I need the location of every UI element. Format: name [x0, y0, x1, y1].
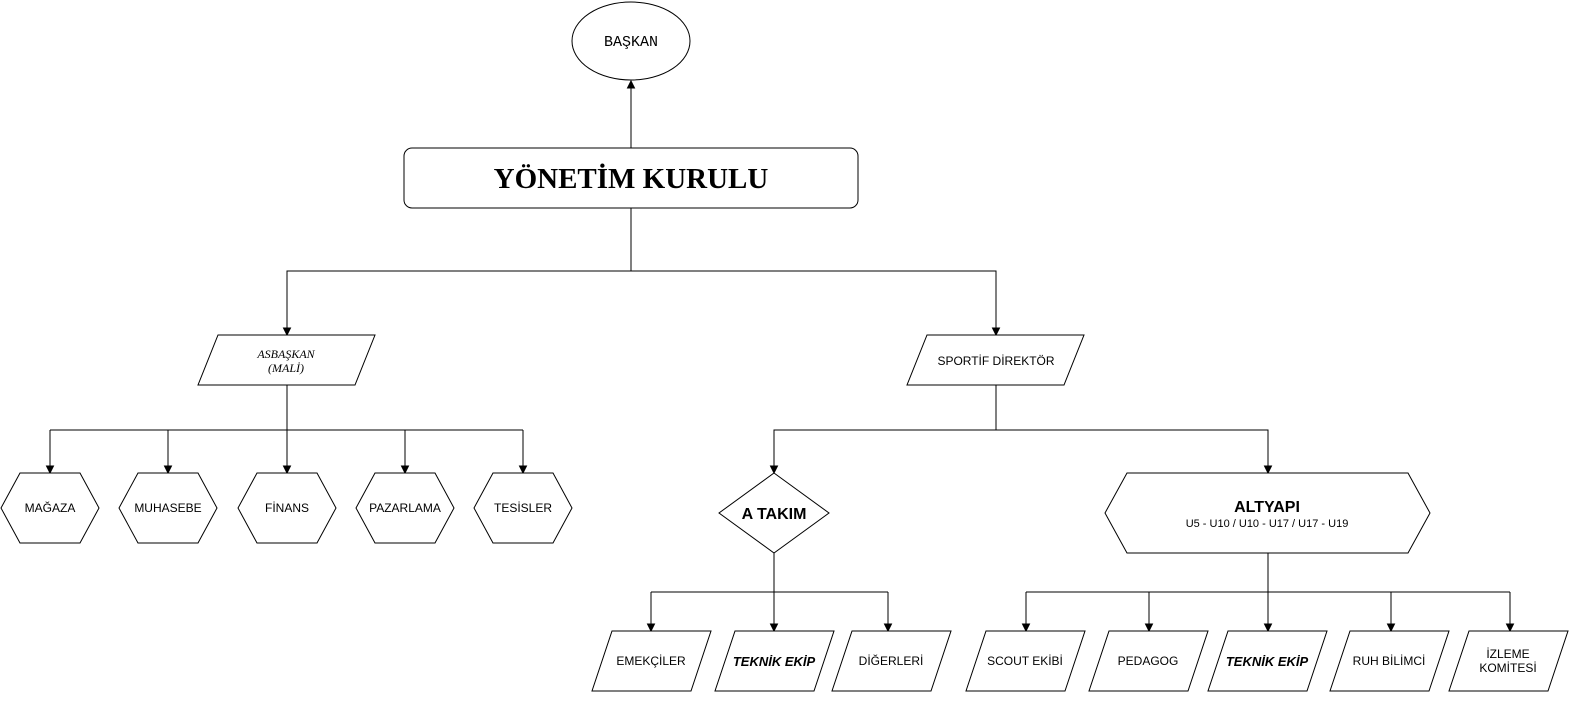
node-pazarlama: PAZARLAMA [355, 472, 455, 544]
node-magaza-label: MAĞAZA [25, 500, 76, 515]
edge-altyapi-split [1025, 553, 1511, 624]
edges [45, 79, 1515, 633]
arrowhead-altyapi [1263, 465, 1273, 475]
arrowhead-digerleri [883, 623, 893, 633]
node-altyapi-label: ALTYAPI [1234, 499, 1300, 516]
node-teknik-ekip-b: TEKNİK EKİP [1207, 630, 1328, 692]
edge-atakim-split [650, 553, 889, 624]
edge-asbaskan-split [49, 385, 524, 466]
arrowhead-scout-ekibi [1021, 623, 1031, 633]
node-emekciler-label: EMEKÇİLER [616, 654, 686, 668]
node-yonetim-kurulu-label: YÖNETİM KURULU [494, 162, 769, 195]
node-ruh-bilimci-label: RUH BİLİMCİ [1353, 654, 1426, 668]
arrowhead-muhasebe [163, 465, 173, 475]
node-finans: FİNANS [237, 472, 337, 544]
node-scout-ekibi-label: SCOUT EKİBİ [987, 654, 1063, 668]
node-tesisler-label: TESİSLER [494, 501, 552, 515]
node-izleme-komitesi-line1: İZLEME [1486, 647, 1529, 661]
node-emekciler: EMEKÇİLER [591, 630, 712, 692]
arrowhead-sportif [991, 327, 1001, 337]
node-yonetim-kurulu: YÖNETİM KURULU [403, 147, 859, 209]
node-asbaskan: ASBAŞKAN (MALİ) [197, 334, 376, 386]
arrowhead-teknik-ekip-a [769, 623, 779, 633]
arrowhead-asbaskan [282, 327, 292, 337]
arrowhead-finans [282, 465, 292, 475]
node-finans-label: FİNANS [265, 501, 309, 515]
edge-sportif-split [773, 385, 1269, 466]
edge-yonetim-split [286, 208, 997, 328]
node-pazarlama-label: PAZARLAMA [369, 501, 441, 515]
node-pedagog-label: PEDAGOG [1118, 654, 1179, 668]
node-izleme-komitesi-line2: KOMİTESİ [1479, 661, 1536, 675]
arrowhead-a-takim [769, 465, 779, 475]
arrowhead-pazarlama [400, 465, 410, 475]
node-teknik-ekip-a: TEKNİK EKİP [714, 630, 835, 692]
node-scout-ekibi: SCOUT EKİBİ [965, 630, 1086, 692]
node-altyapi-sublabel: U5 - U10 / U10 - U17 / U17 - U19 [1186, 518, 1349, 530]
node-teknik-ekip-b-label: TEKNİK EKİP [1226, 654, 1309, 669]
arrowhead-magaza [45, 465, 55, 475]
node-ruh-bilimci: RUH BİLİMCİ [1329, 630, 1450, 692]
arrowhead-pedagog [1144, 623, 1154, 633]
node-asbaskan-line2: (MALİ) [268, 361, 304, 375]
arrowhead-ruh-bilimci [1386, 623, 1396, 633]
node-muhasebe-label: MUHASEBE [134, 501, 201, 515]
node-digerleri: DİĞERLERİ [831, 630, 952, 692]
node-sportif-direktor: SPORTİF DİREKTÖR [906, 334, 1085, 386]
node-baskan-label: BAŞKAN [604, 34, 658, 51]
node-pedagog: PEDAGOG [1088, 630, 1209, 692]
node-izleme-komitesi: İZLEME KOMİTESİ [1448, 630, 1569, 692]
node-teknik-ekip-a-label: TEKNİK EKİP [733, 654, 816, 669]
arrowhead-teknik-ekip-b [1263, 623, 1273, 633]
node-a-takim-label: A TAKIM [742, 506, 807, 523]
arrowhead-izleme-komitesi [1505, 623, 1515, 633]
arrowhead-tesisler [518, 465, 528, 475]
node-altyapi: ALTYAPI U5 - U10 / U10 - U17 / U17 - U19 [1104, 472, 1431, 554]
node-a-takim: A TAKIM [718, 472, 830, 554]
arrowhead-emekciler [646, 623, 656, 633]
node-tesisler: TESİSLER [473, 472, 573, 544]
node-digerleri-label: DİĞERLERİ [859, 653, 924, 668]
node-baskan: BAŞKAN [571, 1, 691, 81]
node-muhasebe: MUHASEBE [118, 472, 218, 544]
node-sportif-direktor-label: SPORTİF DİREKTÖR [937, 354, 1054, 368]
arrowhead-baskan [626, 79, 636, 89]
node-magaza: MAĞAZA [0, 472, 100, 544]
node-asbaskan-line1: ASBAŞKAN [256, 347, 315, 361]
